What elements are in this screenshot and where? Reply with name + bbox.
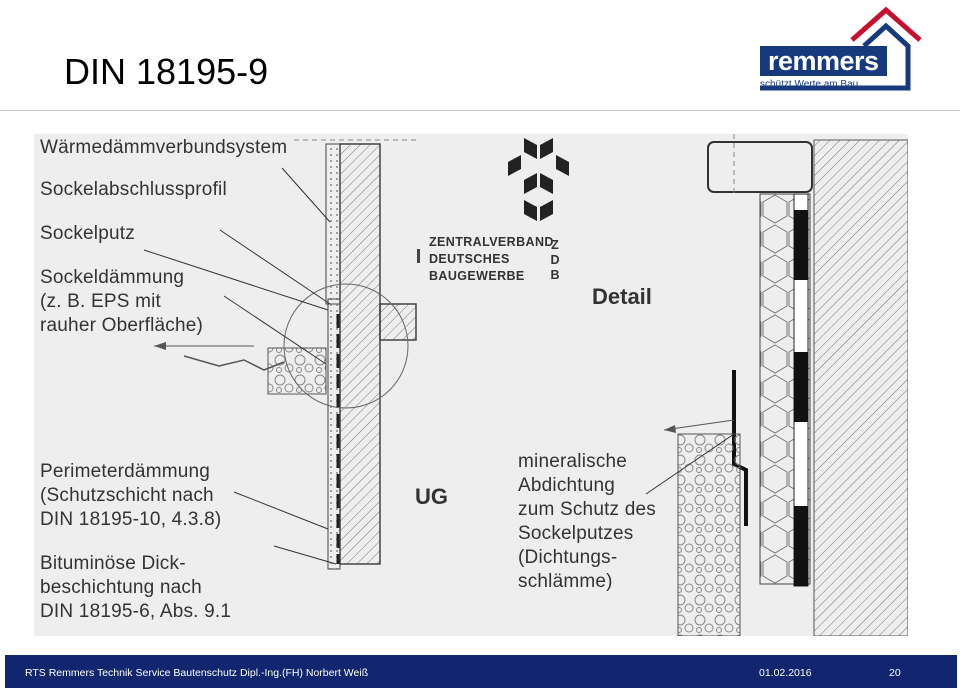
gravel-fill <box>267 347 327 395</box>
footer-bar: RTS Remmers Technik Service Bautenschutz… <box>5 655 957 688</box>
floor-slab <box>379 303 417 341</box>
footer-date: 01.02.2016 <box>759 667 812 679</box>
label-mineral-sealing: mineralische Abdichtung zum Schutz des S… <box>518 451 656 592</box>
detail-masonry <box>813 139 908 636</box>
zdb-emblem <box>508 138 569 221</box>
zdb-wordmark: ZENTRALVERBAND DEUTSCHES BAUGEWERBE <box>429 235 554 283</box>
footer-page-number: 20 <box>889 667 901 679</box>
house-roof-icon <box>760 6 922 91</box>
remmers-logo: remmers schützt Werte am Bau <box>752 6 922 94</box>
ground-line <box>183 355 285 371</box>
detail-gravel-fill <box>677 433 741 636</box>
detail-base-profile <box>707 141 813 193</box>
slide-title: DIN 18195-9 <box>64 51 269 92</box>
detail-circle <box>283 283 409 409</box>
zdb-side-letters: ZDB <box>550 238 560 282</box>
label-sockeldaemmung: Sockeldämmung (z. B. EPS mit rauher Ober… <box>40 267 204 336</box>
label-sockelputz: Sockelputz <box>40 223 135 244</box>
basement-wall <box>339 143 381 565</box>
wall-insulation-layer <box>325 143 341 305</box>
logo-slogan: schützt Werte am Bau <box>760 79 859 90</box>
label-bitumen: Bituminöse Dick- beschichtung nach DIN 1… <box>40 553 232 622</box>
label-perimeterdaemmung: Perimeterdämmung (Schutzschicht nach DIN… <box>40 461 222 530</box>
label-ug: UG <box>415 484 448 509</box>
title-divider <box>0 110 960 111</box>
label-detail: Detail <box>592 284 652 309</box>
label-profil: Sockelabschlussprofil <box>40 179 227 200</box>
label-wdvs: Wärmedämmverbundsystem <box>40 137 288 158</box>
drawing-linework <box>143 134 908 636</box>
footer-author: RTS Remmers Technik Service Bautenschutz… <box>25 667 369 679</box>
logo-wordmark: remmers <box>760 46 887 76</box>
technical-drawing: Wärmedämmverbundsystem Sockelabschlusspr… <box>34 134 908 636</box>
